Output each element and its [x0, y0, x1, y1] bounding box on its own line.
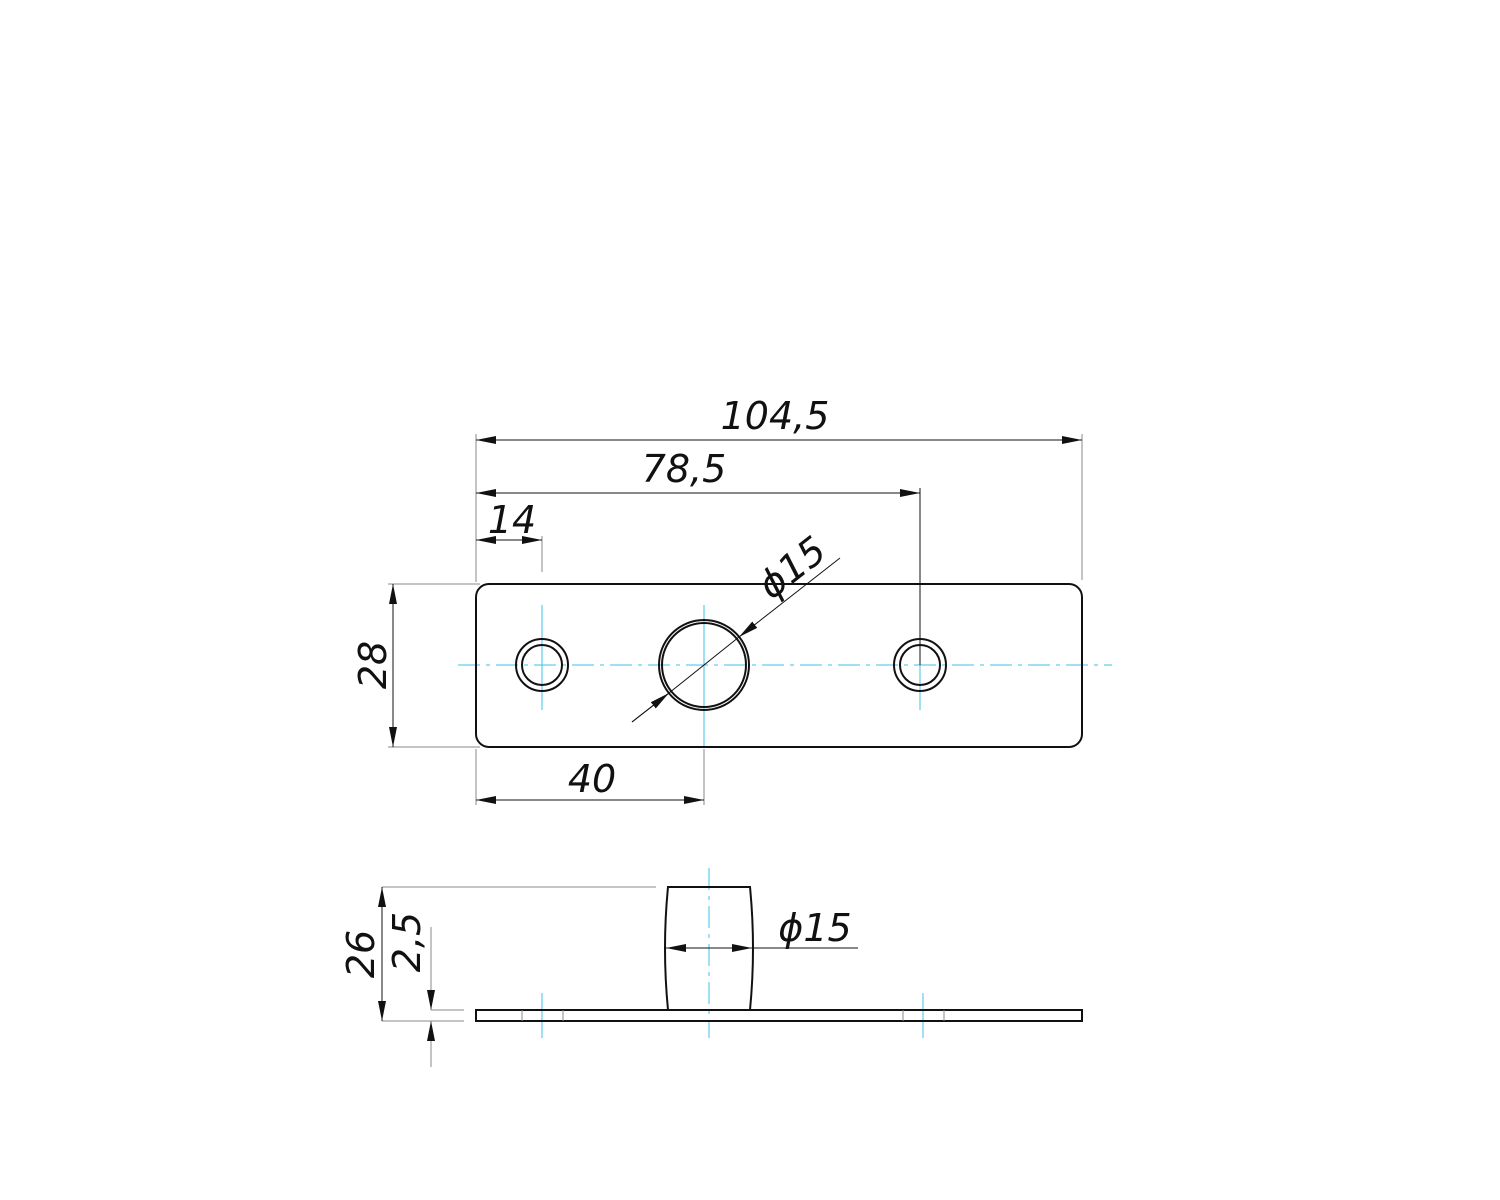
- diameter-line: [703, 636, 740, 666]
- mounting-hole-left: [515, 638, 569, 692]
- plate-side-outline: [475, 1009, 1083, 1022]
- dimension-boss-diameter-side: ϕ15: [778, 906, 851, 950]
- dimension-width: 28: [351, 641, 395, 689]
- dimension-hole-spacing: 78,5: [642, 447, 727, 491]
- top-view: 104,5 78,5 14 28 40 ϕ15: [351, 394, 1112, 805]
- mounting-hole-left-inner: [521, 644, 563, 686]
- plate-outline: [475, 583, 1083, 748]
- dimension-center-offset: 40: [568, 757, 616, 801]
- dimension-plate-thickness: 2,5: [385, 912, 429, 972]
- dimension-hole-offset: 14: [488, 498, 536, 542]
- boss-side-outline: [664, 886, 754, 1011]
- diameter-line: [668, 664, 705, 694]
- dimension-total-height: 26: [339, 930, 383, 978]
- side-view: 26 2,5 ϕ15: [339, 868, 1083, 1067]
- boss-outer: [658, 619, 750, 711]
- diameter-arrow: [631, 692, 670, 723]
- boss-inner: [661, 622, 747, 708]
- dimension-overall-length: 104,5: [721, 394, 830, 438]
- dimension-line-boss-diameter: [738, 557, 841, 638]
